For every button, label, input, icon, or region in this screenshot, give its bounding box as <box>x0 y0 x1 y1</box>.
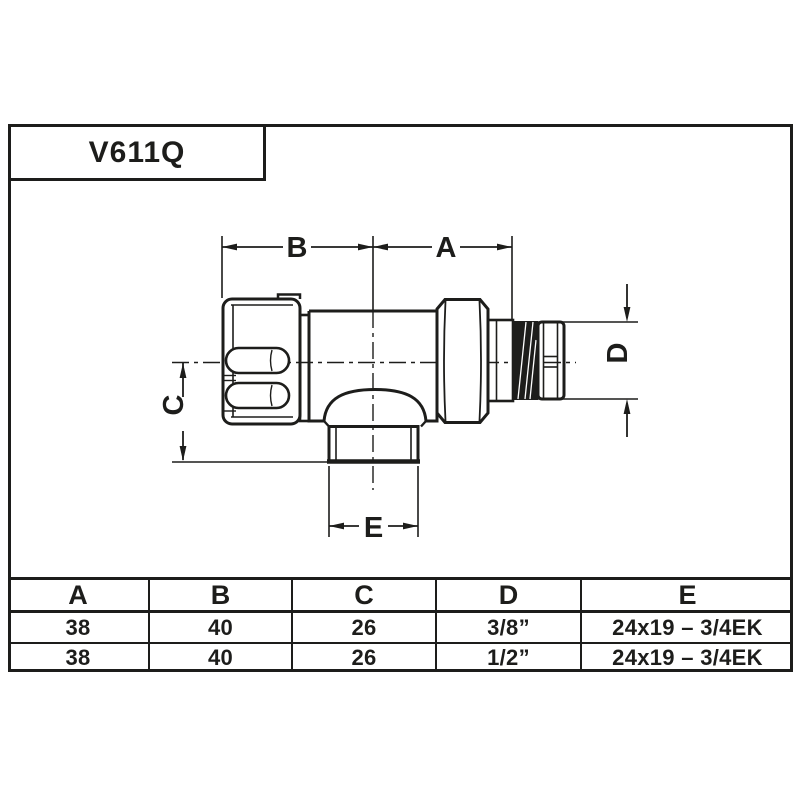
bottom-port <box>327 425 420 464</box>
table-cell: 26 <box>293 644 437 672</box>
dim-label-d: D <box>602 343 634 364</box>
dim-label-c: C <box>158 394 190 415</box>
union-nut <box>435 298 490 424</box>
table-header-c: C <box>293 580 437 613</box>
table-header-d: D <box>437 580 582 613</box>
table-header-b: B <box>150 580 293 613</box>
dim-label-a: A <box>436 232 457 264</box>
table-cell: 38 <box>8 644 150 672</box>
page-border <box>8 124 793 672</box>
table-cell: 40 <box>150 613 293 644</box>
tailpiece <box>536 320 566 401</box>
table-cell: 26 <box>293 613 437 644</box>
dimension-arrowheads <box>179 243 631 530</box>
title-block: V611Q <box>8 124 266 181</box>
table-cell: 3/8” <box>437 613 582 644</box>
table-cell: 40 <box>150 644 293 672</box>
table-header-e: E <box>582 580 793 613</box>
table-cell: 24x19 – 3/4EK <box>612 645 763 670</box>
dimension-table: A B C D E 38 40 26 3/8” 24x19 – 3/4EK 38… <box>8 577 793 672</box>
dim-label-e: E <box>364 512 383 544</box>
table-cell: 24x19 – 3/4EK <box>582 613 793 644</box>
dim-label-b: B <box>287 232 308 264</box>
extension-lines <box>172 236 638 537</box>
thread-section <box>513 321 538 400</box>
model-number: V611Q <box>88 135 186 169</box>
table-header-a: A <box>8 580 150 613</box>
table-cell: 1/2” <box>437 644 582 672</box>
table-cell: 38 <box>8 613 150 644</box>
